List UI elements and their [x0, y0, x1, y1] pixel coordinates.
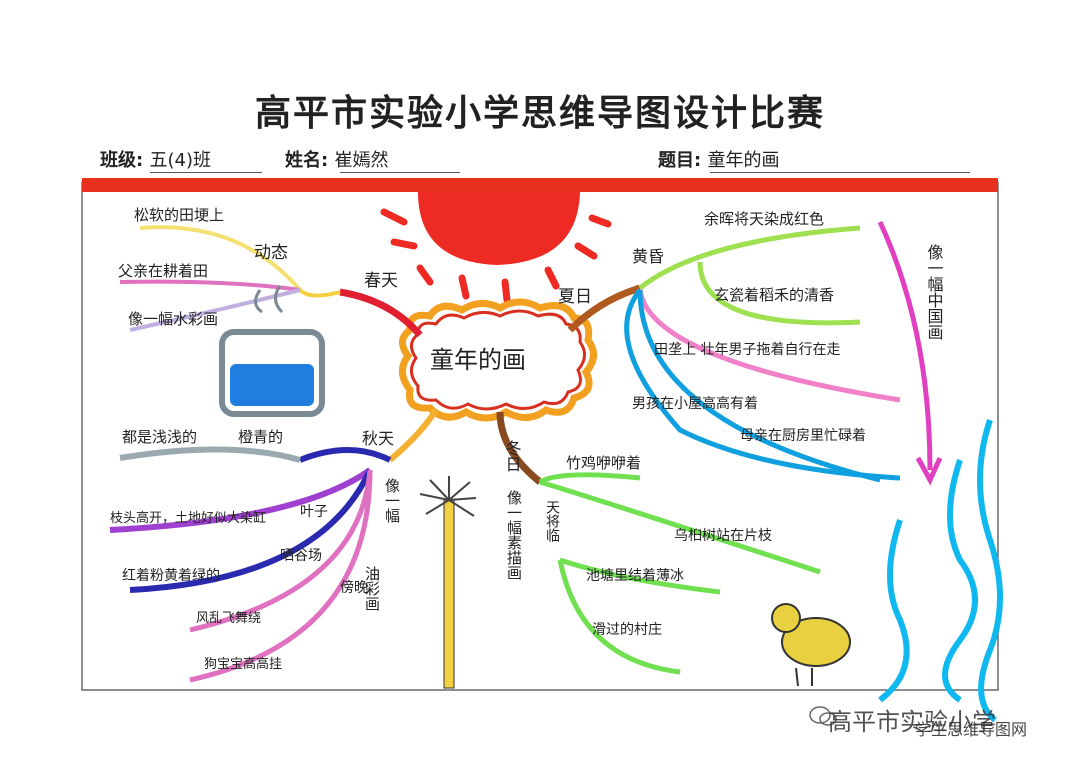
- summer-leaf5-line: [637, 289, 881, 483]
- topic-label: 题目:: [658, 150, 702, 171]
- summer-leaf3-line: [637, 289, 901, 403]
- winter-branch: [496, 411, 543, 485]
- center-node: [399, 298, 597, 422]
- autumn-leaf-3: 红着粉黄着绿的: [122, 567, 220, 584]
- name-field: 姓名: 崔嫣然: [285, 146, 388, 172]
- sun-icon: [418, 192, 580, 265]
- spring-leaf1-line: [139, 225, 302, 292]
- autumn-sub-oil: 油彩画: [363, 566, 381, 611]
- wechat-icon: [809, 706, 837, 726]
- sun-rays: [380, 208, 612, 304]
- spring-leaf-2: 父亲在耕着田: [118, 262, 208, 280]
- autumn-leaf-1: 都是浅浅的: [122, 428, 197, 446]
- winter-leaf-3: 池塘里结着薄冰: [586, 568, 684, 584]
- spring-sub: 动态: [254, 243, 288, 263]
- tree-icon: [419, 476, 477, 689]
- autumn-sub-like: 像一幅: [383, 478, 401, 523]
- winter-leaf-4: 滑过的村庄: [592, 621, 662, 638]
- river-icon: [878, 419, 1003, 723]
- spring-leaf-3: 像一幅水彩画: [128, 310, 218, 328]
- summer-leaf2-line: [697, 261, 861, 326]
- autumn-leaf1-line: [119, 446, 301, 463]
- summer-leaf-1: 余晖将天染成红色: [704, 210, 824, 228]
- autumn-leaf4-line: [189, 469, 373, 633]
- summer-sub: 黄昏: [632, 247, 664, 266]
- class-field: 班级: 五(4)班: [100, 146, 211, 172]
- autumn-branch: [388, 408, 439, 463]
- winter-sub: 天将临: [544, 500, 560, 542]
- summer-leaf-4: 男孩在小屋高高有着: [632, 395, 758, 412]
- winter-sub-like: 像一幅素描画: [505, 490, 523, 580]
- summer-leaf-5: 母亲在厨房里忙碌着: [740, 428, 866, 444]
- spring-sub-line: [298, 288, 341, 298]
- winter-leaf3-line: [559, 557, 721, 595]
- name-underline: [340, 172, 460, 173]
- spring-leaf3-line: [129, 288, 301, 332]
- arrow-head-icon: [915, 456, 943, 486]
- winter-leaf2-line: [539, 479, 821, 575]
- autumn-sub-left: 橙青的: [238, 428, 283, 446]
- watermark-line1: 高平市实验小学: [828, 708, 996, 736]
- class-underline: [150, 172, 262, 173]
- winter-leaf-2: 乌桕树站在片枝: [674, 528, 772, 544]
- glass-icon: [219, 285, 325, 417]
- winter-leaf1-line: [538, 472, 641, 485]
- autumn-leaf-2: 枝头高开，土地好似大染缸: [110, 510, 266, 526]
- autumn-leaf2-line: [109, 467, 372, 533]
- autumn-sub-line: [298, 447, 392, 463]
- spring-label: 春天: [364, 271, 398, 291]
- name-label: 姓名:: [285, 150, 329, 171]
- spring-leaf2-line: [119, 279, 301, 292]
- summer-branch: [567, 284, 642, 333]
- summer-side: 像一幅中国画: [925, 244, 944, 340]
- autumn-label: 秋天: [362, 429, 394, 448]
- red-band: [82, 178, 998, 192]
- watermark-line2: 学生思维导图网: [915, 720, 1028, 739]
- spring-leaf-1: 松软的田埂上: [134, 206, 224, 224]
- winter-leaf4-line: [557, 559, 681, 675]
- topic-underline: [710, 172, 970, 173]
- autumn-sub-evening: 傍晚: [340, 579, 368, 596]
- autumn-leaf5-line: [189, 469, 373, 683]
- autumn-leaf-4: 风乱飞舞绕: [196, 611, 261, 626]
- page-title: 高平市实验小学思维导图设计比赛: [254, 92, 825, 134]
- summer-leaf4-line: [624, 288, 901, 481]
- topic-value: 童年的画: [707, 150, 780, 171]
- summer-arrow-line: [877, 220, 933, 471]
- winter-label: 冬日: [503, 440, 522, 472]
- center-label: 童年的画: [430, 346, 526, 374]
- autumn-sub-paint: 晒谷场: [280, 548, 322, 564]
- chick-icon: [771, 603, 851, 687]
- autumn-leaf3-line: [129, 468, 373, 593]
- summer-leaf-2: 玄瓷着稻禾的清香: [714, 286, 834, 304]
- winter-leaf-1: 竹鸡咿咿着: [566, 454, 641, 472]
- class-value: 五(4)班: [149, 150, 211, 171]
- class-label: 班级:: [100, 150, 144, 171]
- name-value: 崔嫣然: [334, 150, 389, 171]
- summer-leaf1-line: [638, 225, 861, 290]
- spring-branch: [339, 288, 423, 338]
- summer-leaf-3: 田垄上 壮年男子拖着自行在走: [654, 342, 840, 358]
- autumn-leaf-5: 狗宝宝高高挂: [204, 656, 282, 672]
- autumn-sub-leaf: 叶子: [300, 504, 328, 520]
- topic-field: 题目: 童年的画: [658, 146, 779, 172]
- summer-label: 夏日: [558, 287, 592, 307]
